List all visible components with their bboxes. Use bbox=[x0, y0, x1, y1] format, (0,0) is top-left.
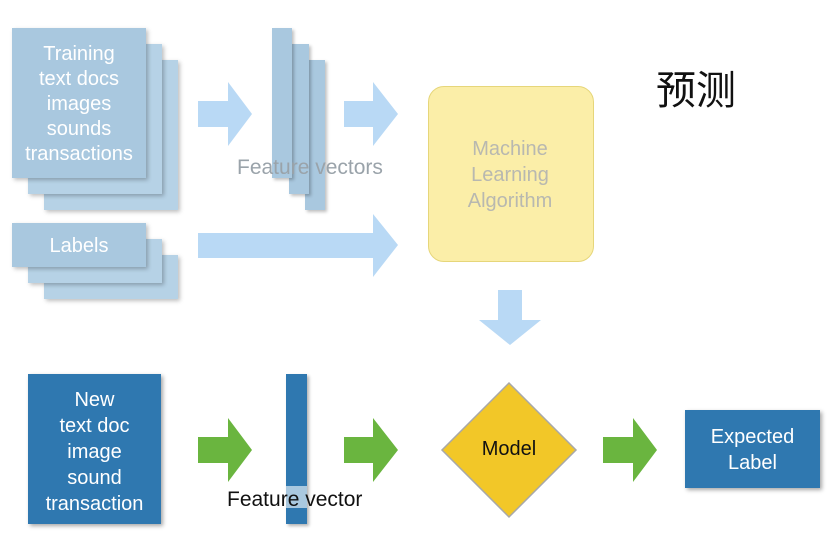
new-input-box bbox=[28, 374, 161, 524]
feature-vectors-label: Feature vectors bbox=[237, 156, 383, 179]
page-title: 预测 bbox=[656, 68, 736, 114]
arrow-down-icon bbox=[479, 290, 541, 345]
arrow-right-green-icon bbox=[344, 418, 398, 482]
new-input-text: New text doc image sound transaction bbox=[45, 389, 144, 515]
training-card-front bbox=[12, 28, 146, 178]
arrow-right-green-icon bbox=[198, 418, 252, 482]
expected-label-box bbox=[685, 410, 820, 488]
feature-vector-bar-front bbox=[272, 28, 292, 178]
ml-algorithm-box bbox=[428, 86, 594, 262]
model-diamond bbox=[440, 381, 578, 519]
feature-vector-bar-middle bbox=[289, 44, 309, 194]
arrow-right-icon bbox=[198, 82, 252, 146]
expected-label-text: Expected Label bbox=[710, 426, 795, 474]
ml-algorithm-text: Machine Learning Algorithm bbox=[467, 138, 553, 212]
arrow-right-green-icon bbox=[603, 418, 657, 482]
arrow-right-icon bbox=[344, 82, 398, 146]
model-label: Model bbox=[481, 438, 537, 460]
labels-card-text: Labels bbox=[49, 235, 109, 257]
labels-card-front bbox=[12, 223, 146, 267]
feature-vector-label: Feature vector bbox=[227, 488, 363, 511]
feature-vector-bar-overlay bbox=[286, 486, 307, 508]
training-card-text: Training text docs images sounds transac… bbox=[25, 43, 133, 165]
arrow-right-long-icon bbox=[198, 214, 398, 277]
feature-vector-bar-back bbox=[305, 60, 325, 210]
